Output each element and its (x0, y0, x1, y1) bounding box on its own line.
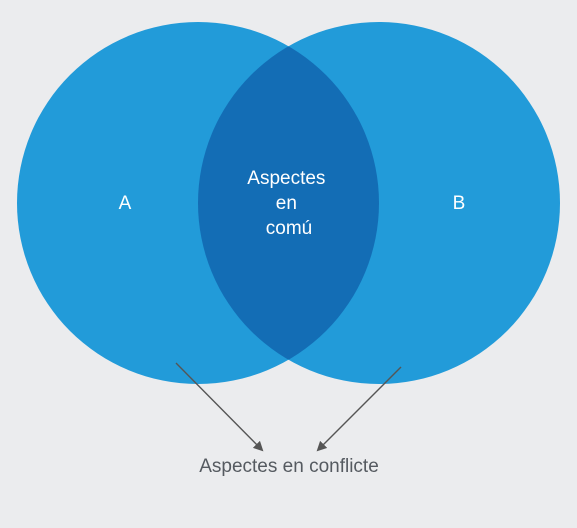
arrow-from-a (175, 362, 264, 452)
intersection-label: Aspectes en comú (247, 168, 330, 239)
set-b-label: B (453, 193, 466, 214)
intersection-label-line-2: en (276, 193, 297, 214)
arrow-from-b (316, 366, 402, 452)
intersection-region (198, 22, 379, 384)
intersection-label-line-3: comú (266, 218, 312, 239)
conflict-caption: Aspectes en conflicte (199, 456, 379, 477)
set-a-label: A (119, 193, 132, 214)
intersection-label-line-1: Aspectes (247, 168, 325, 189)
